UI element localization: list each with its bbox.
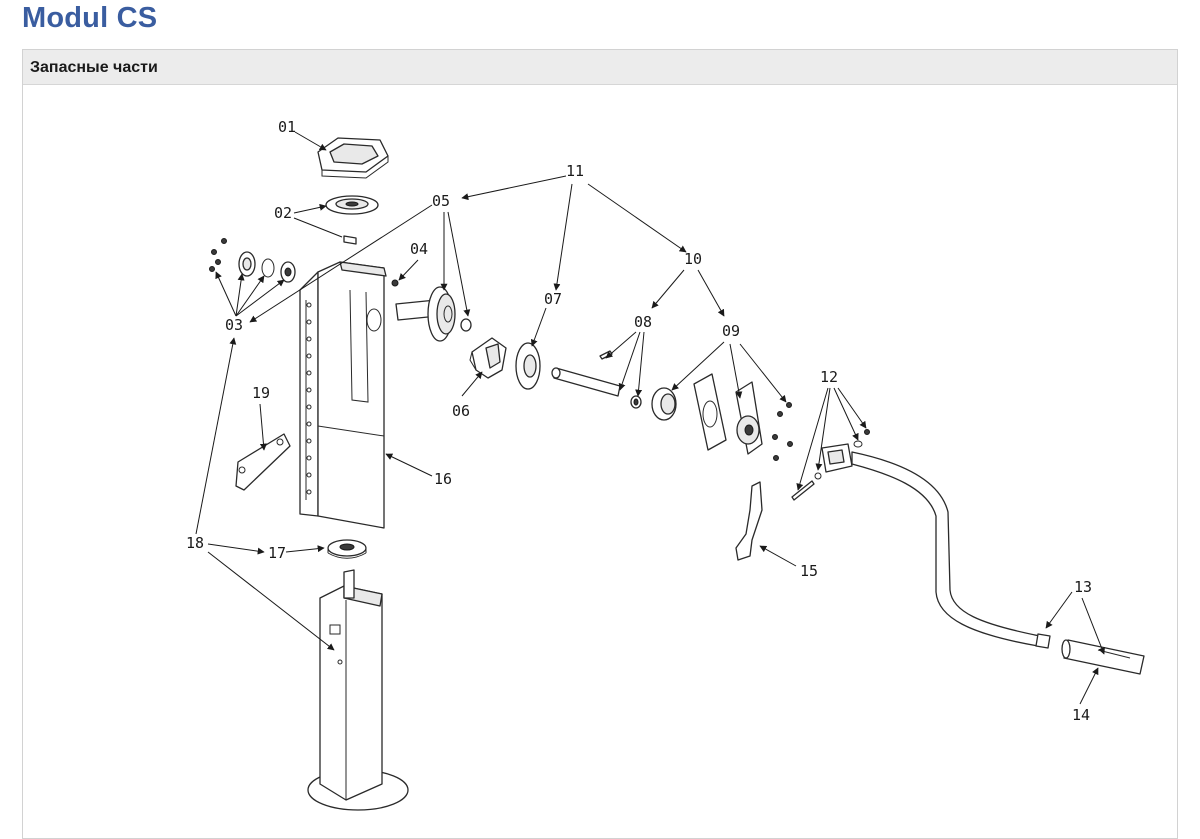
callout-04: 04: [410, 240, 428, 258]
callout-14: 14: [1072, 706, 1090, 724]
part-08-shaft[interactable]: [551, 350, 642, 409]
callout-12: 12: [820, 368, 838, 386]
callout-01: 01: [278, 118, 296, 136]
part-04-screw[interactable]: [391, 279, 399, 287]
callout-13: 13: [1074, 578, 1092, 596]
part-14-handle-grip[interactable]: [1061, 639, 1145, 675]
callout-16: 16: [434, 470, 452, 488]
callout-06: 06: [452, 402, 470, 420]
part-06-bevel-gear[interactable]: [469, 337, 507, 379]
part-01-cap[interactable]: [317, 137, 389, 179]
panel-header: Запасные части: [23, 50, 1177, 85]
callout-17: 17: [268, 544, 286, 562]
part-19-bracket[interactable]: [235, 433, 291, 491]
callout-09: 09: [722, 322, 740, 340]
callout-02: 02: [274, 204, 292, 222]
callout-10: 10: [684, 250, 702, 268]
part-16-outer-tube[interactable]: [299, 261, 387, 529]
part-02-washer[interactable]: [325, 195, 379, 245]
part-18-inner-tube[interactable]: [307, 569, 409, 811]
part-09-bearing-plates[interactable]: [651, 373, 763, 455]
spare-parts-panel: Запасные части: [22, 49, 1178, 839]
part-15-hook[interactable]: [735, 481, 763, 561]
part-03-fasteners[interactable]: [209, 238, 296, 283]
callout-08: 08: [634, 313, 652, 331]
part-05-gear[interactable]: [395, 286, 472, 342]
tube-holes: [306, 302, 312, 495]
callout-19: 19: [252, 384, 270, 402]
callout-18: 18: [186, 534, 204, 552]
callout-11: 11: [566, 162, 584, 180]
callout-03: 03: [225, 316, 243, 334]
callout-07: 07: [544, 290, 562, 308]
callout-15: 15: [800, 562, 818, 580]
callout-labels: 01 02 03 04 05 06 07 08 09 10 11 12 13 1…: [186, 118, 1092, 724]
leader-lines: [195, 131, 1105, 705]
page-title: Modul CS: [22, 2, 158, 34]
callout-05: 05: [432, 192, 450, 210]
part-07-disc[interactable]: [515, 342, 541, 390]
part-17-bearing[interactable]: [327, 539, 367, 559]
part-13-crank-handle[interactable]: [821, 443, 1051, 649]
